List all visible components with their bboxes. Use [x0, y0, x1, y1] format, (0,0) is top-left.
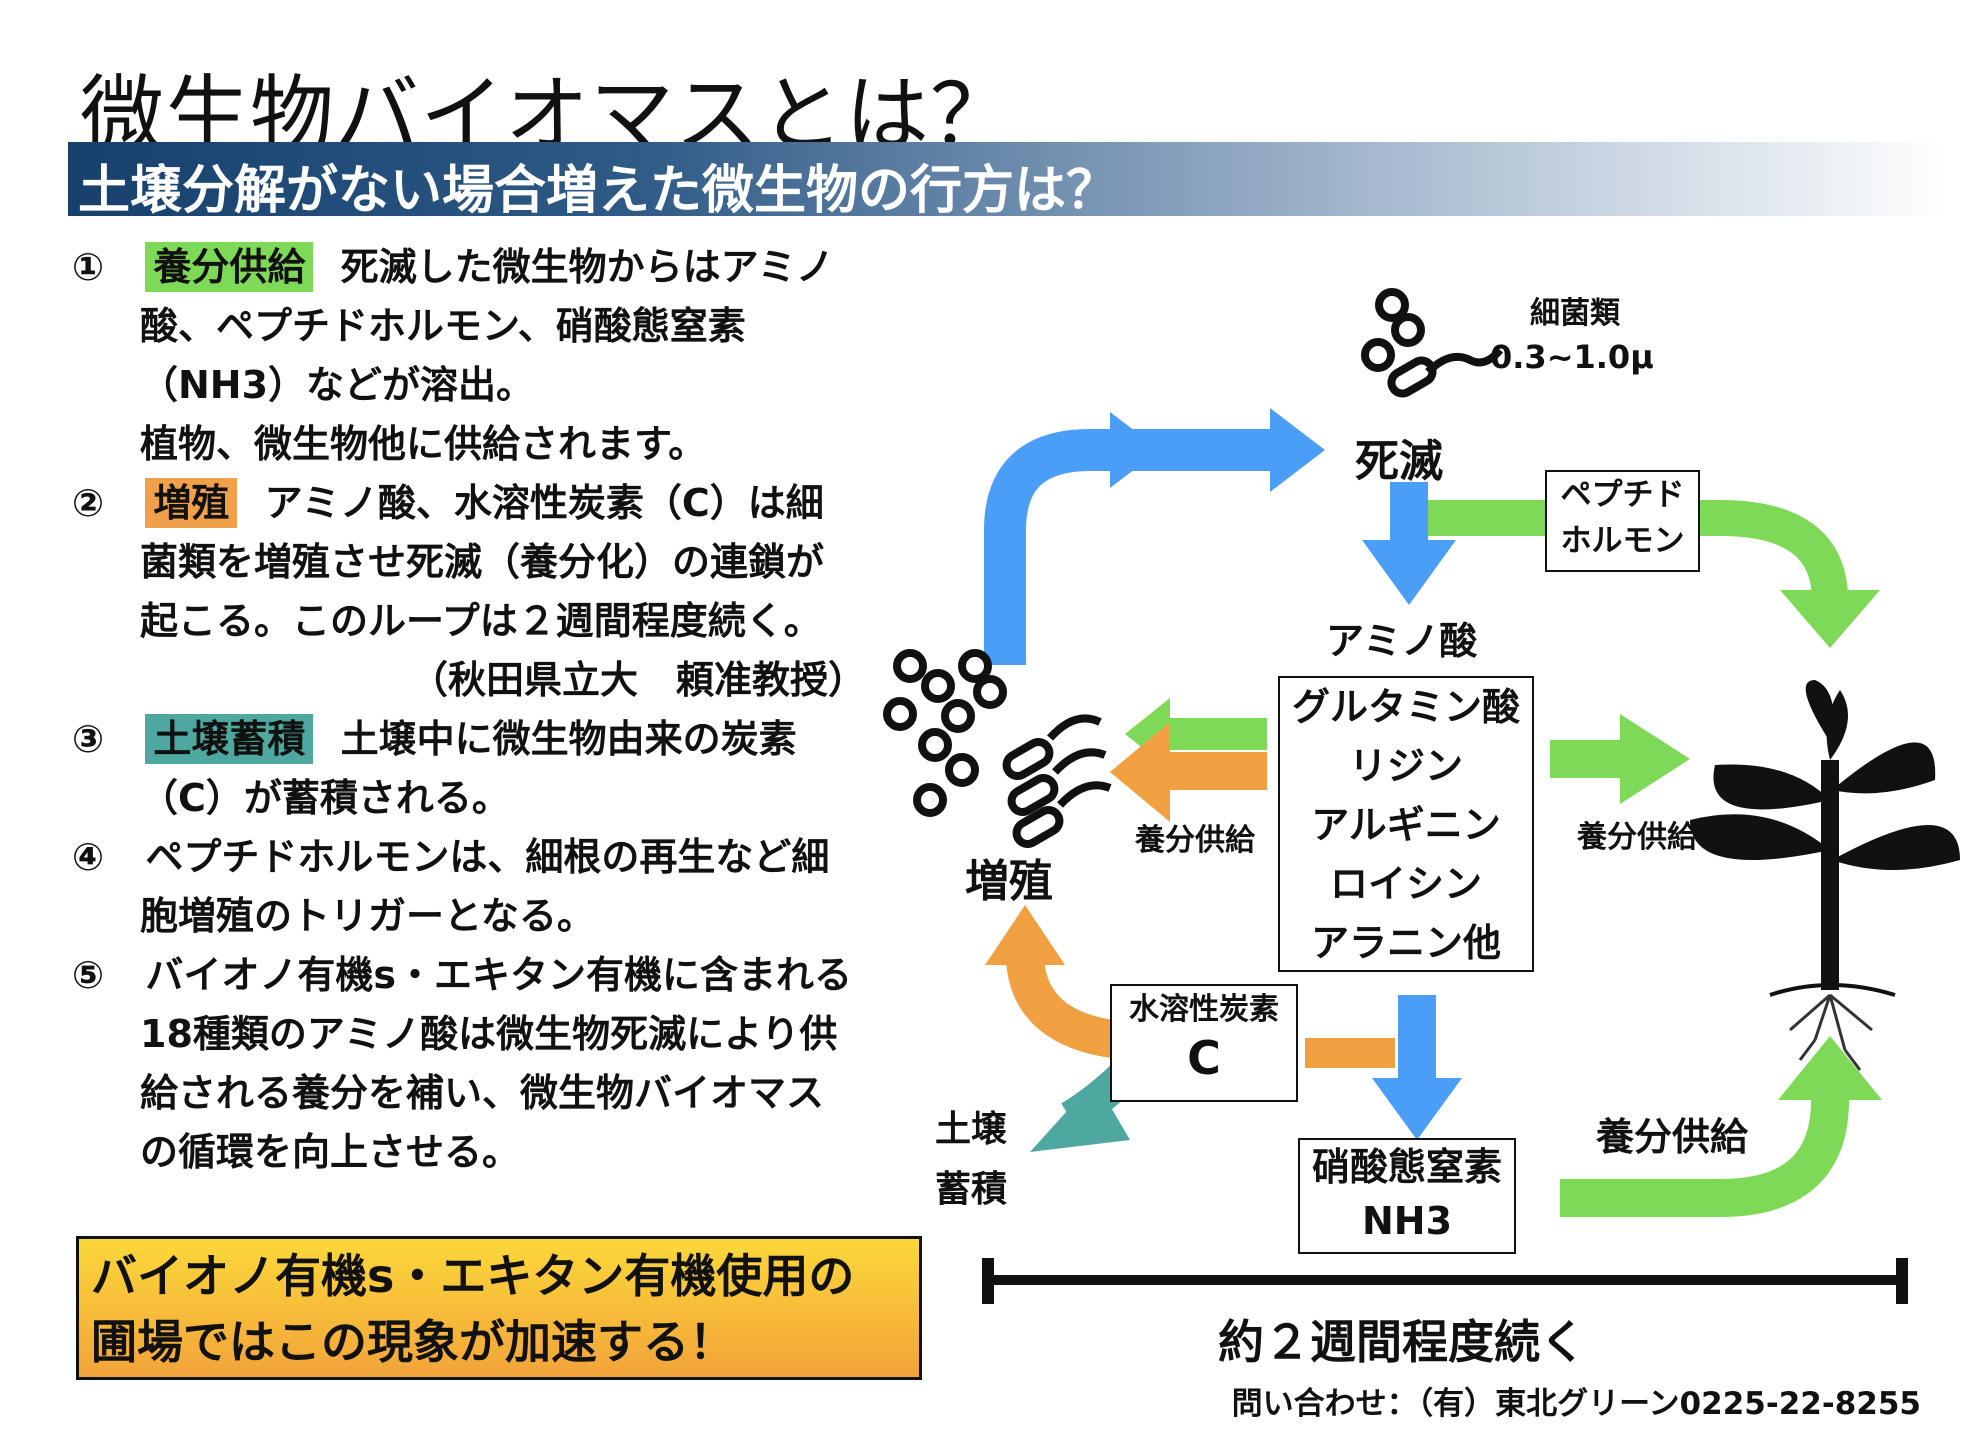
green-arrow-left-shaft [1170, 718, 1267, 750]
duration-cap-right [1896, 1258, 1908, 1304]
callout-box: バイオノ有機s・エキタン有機使用の 圃場ではこの現象が加速する！ [76, 1236, 922, 1380]
item-4: ④ ペプチドホルモンは、細根の再生など細 [72, 828, 829, 887]
carbon-label: 水溶性炭素 [1129, 992, 1279, 1027]
item-text: の循環を向上させる。 [140, 1130, 521, 1174]
orange-arrow-left-head [1110, 722, 1170, 822]
bacteria-cluster-icon [883, 649, 1112, 848]
subtitle: 土壌分解がない場合増えた微生物の行方は？ [78, 161, 1119, 221]
tag-soil-accumulation: 土壌蓄積 [145, 714, 314, 764]
item-text: バイオノ有機s・エキタン有機に含まれる [145, 953, 853, 997]
item-text: 18種類のアミノ酸は微生物死滅により供 [140, 1012, 838, 1056]
orange-arrowhead-growth [985, 905, 1065, 965]
soil-line: 蓄積 [935, 1169, 1008, 1210]
blue-arrow-down-head [1362, 540, 1456, 605]
item-number: ④ [72, 835, 105, 879]
amino-acid-item: リジン [1348, 744, 1463, 788]
contact-info: 問い合わせ：（有）東北グリーン0225-22-8255 [1231, 1386, 1921, 1422]
item-5: ⑤ バイオノ有機s・エキタン有機に含まれる [72, 946, 852, 1005]
blue-arrowhead-2 [1270, 408, 1325, 492]
duration-cap-left [982, 1258, 994, 1304]
carbon-symbol: C [1187, 1031, 1221, 1085]
soluble-carbon-box: 水溶性炭素 C [1110, 984, 1298, 1102]
blue-arrow-to-death [984, 429, 1270, 665]
item-text: （NH3）などが溶出。 [140, 363, 535, 407]
orange-arrow-to-growth [1006, 957, 1123, 1059]
item-1: ① 養分供給 死滅した微生物からはアミノ [72, 238, 834, 297]
green-arrow-peptide-to-plant [1428, 500, 1848, 601]
amino-acid-list-box: グルタミン酸 リジン アルギニン ロイシン アラニン他 [1278, 676, 1534, 972]
callout-line: バイオノ有機s・エキタン有機使用の [91, 1249, 855, 1303]
plant-icon [1690, 680, 1960, 1071]
item-text: 酸、ペプチドホルモン、硝酸態窒素 [140, 304, 746, 348]
amino-acid-label: アミノ酸 [1326, 619, 1478, 663]
item-2: ② 増殖 アミノ酸、水溶性炭素（C）は細 [72, 474, 824, 533]
growth-label: 増殖 [965, 856, 1053, 907]
nutrient-supply-left: 養分供給 [1135, 823, 1255, 858]
nutrient-supply-right: 養分供給 [1577, 820, 1697, 855]
amino-acid-item: ロイシン [1329, 862, 1482, 906]
item-number: ① [72, 245, 105, 289]
item-3: ③ 土壌蓄積 土壌中に微生物由来の炭素 [72, 710, 797, 769]
item-text: 菌類を増殖させ死滅（養分化）の連鎖が [140, 540, 825, 584]
amino-acid-item: アラニン他 [1310, 921, 1501, 965]
duration-label: 約２週間程度続く [1218, 1315, 1586, 1369]
teal-arrowhead-soil [1030, 1080, 1130, 1152]
green-arrowhead-plant [1780, 590, 1880, 648]
item-text: 植物、微生物他に供給されます。 [140, 422, 707, 466]
nitrate-nitrogen-box: 硝酸態窒素 NH3 [1298, 1138, 1516, 1254]
blue-arrow-nitrate-head [1372, 1078, 1462, 1140]
subtitle-bar [68, 142, 1948, 216]
item-text: 給される養分を補い、微生物バイオマス [140, 1071, 825, 1115]
item-text: 胞増殖のトリガーとなる。 [140, 894, 595, 938]
peptide-hormone-box: ペプチド ホルモン [1545, 470, 1700, 572]
bacteria-icon [1361, 288, 1504, 398]
orange-arrow-left-shaft [1170, 752, 1267, 790]
bacteria-size: 0.3~1.0μ [1490, 338, 1654, 376]
blue-arrowhead-1 [1110, 412, 1160, 488]
item-number: ③ [72, 717, 105, 761]
soil-accumulation-label: 土壌 蓄積 [935, 1100, 1007, 1220]
callout-line: 圃場ではこの現象が加速する！ [91, 1315, 735, 1369]
item-text: （C）が蓄積される。 [140, 776, 510, 820]
item-text: 死滅した微生物からはアミノ [340, 245, 834, 289]
peptide-line: ペプチド [1560, 477, 1685, 513]
tag-nutrient-supply: 養分供給 [145, 242, 314, 292]
item-number: ② [72, 481, 105, 525]
item-text: ペプチドホルモンは、細根の再生など細 [145, 835, 830, 879]
green-arrow-nitrate-to-plant [1560, 1099, 1849, 1217]
soil-line: 土壌 [935, 1109, 1008, 1150]
item-citation: （秋田県立大 頼准教授） [410, 658, 867, 702]
item-text: アミノ酸、水溶性炭素（C）は細 [264, 481, 824, 525]
item-text: 土壌中に微生物由来の炭素 [340, 717, 797, 761]
nitrate-formula: NH3 [1361, 1199, 1453, 1243]
tag-growth: 増殖 [145, 478, 238, 528]
blue-arrow-down-shaft [1390, 482, 1428, 542]
bacteria-label: 細菌類 [1530, 296, 1620, 331]
peptide-line: ホルモン [1560, 523, 1685, 559]
nitrate-label: 硝酸態窒素 [1311, 1145, 1502, 1189]
amino-acid-item: アルギニン [1311, 803, 1501, 847]
orange-connector [1305, 1038, 1395, 1068]
amino-acid-item: グルタミン酸 [1291, 685, 1520, 729]
green-arrow-right-shaft [1550, 740, 1620, 778]
blue-arrow-nitrate-shaft [1398, 995, 1436, 1080]
item-text: 起こる。このループは２週間程度続く。 [140, 599, 822, 643]
green-arrow-right-head [1620, 714, 1690, 804]
death-label: 死滅 [1355, 436, 1443, 487]
nutrient-supply-bottom: 養分供給 [1596, 1115, 1749, 1159]
item-number: ⑤ [72, 953, 105, 997]
green-arrowhead-nitrate [1778, 1036, 1882, 1100]
